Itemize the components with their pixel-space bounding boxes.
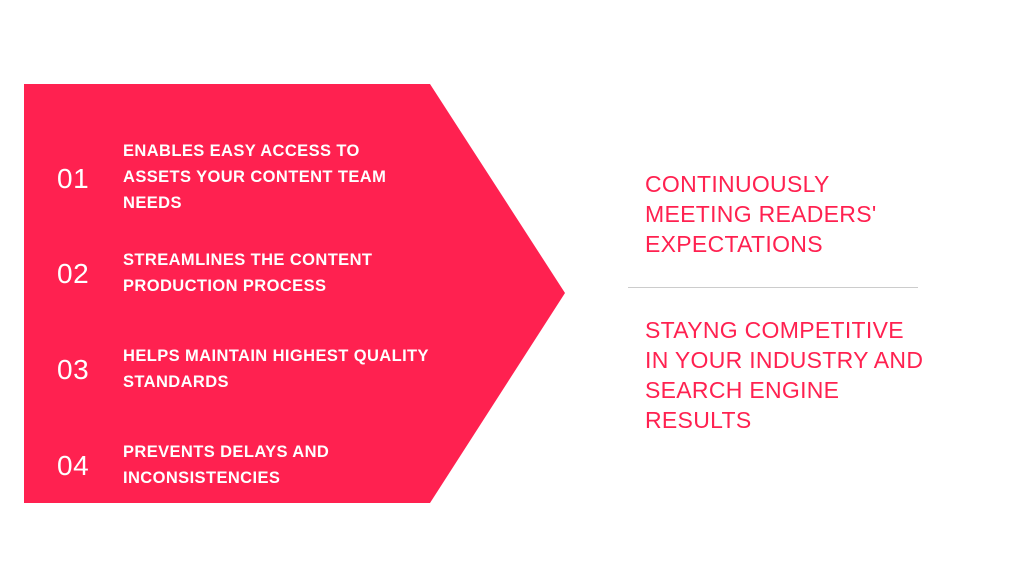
outcome-line: MEETING READERS' bbox=[645, 201, 877, 227]
item-text: HELPS MAINTAIN HIGHEST QUALITY STANDARDS bbox=[123, 343, 429, 395]
outcome-text: STAYNG COMPETITIVE IN YOUR INDUSTRY AND … bbox=[645, 315, 923, 435]
item-text-line: PREVENTS DELAYS AND bbox=[123, 443, 330, 461]
divider bbox=[628, 287, 918, 288]
item-text-line: ENABLES EASY ACCESS TO bbox=[123, 142, 360, 160]
item-text: STREAMLINES THE CONTENT PRODUCTION PROCE… bbox=[123, 247, 372, 299]
outcome-line: IN YOUR INDUSTRY AND bbox=[645, 347, 924, 373]
item-text-line: NEEDS bbox=[123, 194, 182, 212]
item-text-line: HELPS MAINTAIN HIGHEST QUALITY bbox=[123, 347, 429, 365]
outcome-line: EXPECTATIONS bbox=[645, 231, 823, 257]
outcome-line: RESULTS bbox=[645, 407, 752, 433]
outcome-text: CONTINUOUSLY MEETING READERS' EXPECTATIO… bbox=[645, 169, 877, 259]
item-number: 04 bbox=[57, 450, 90, 481]
item-text-line: STANDARDS bbox=[123, 373, 229, 391]
item-number: 02 bbox=[57, 258, 90, 289]
item-number: 03 bbox=[57, 354, 90, 385]
item-text-line: ASSETS YOUR CONTENT TEAM bbox=[123, 168, 387, 186]
item-text-line: PRODUCTION PROCESS bbox=[123, 277, 327, 295]
item-number: 01 bbox=[57, 163, 90, 194]
item-text: ENABLES EASY ACCESS TO ASSETS YOUR CONTE… bbox=[123, 138, 386, 216]
outcome-line: SEARCH ENGINE bbox=[645, 377, 840, 403]
outcome-line: CONTINUOUSLY bbox=[645, 171, 830, 197]
item-text-line: STREAMLINES THE CONTENT bbox=[123, 251, 373, 269]
item-text: PREVENTS DELAYS AND INCONSISTENCIES bbox=[123, 439, 329, 491]
item-text-line: INCONSISTENCIES bbox=[123, 469, 281, 487]
outcome-line: STAYNG COMPETITIVE bbox=[645, 317, 904, 343]
